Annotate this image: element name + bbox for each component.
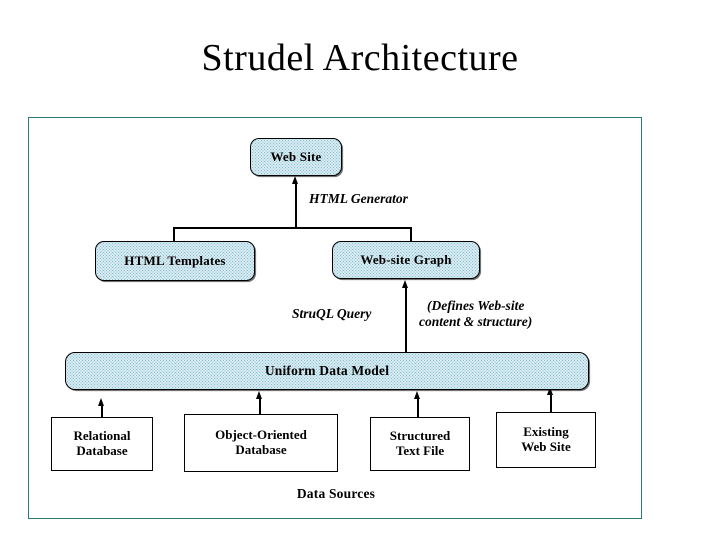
arrowhead-oo-db	[256, 391, 262, 399]
edge-html-generator	[295, 184, 297, 228]
arrowhead-relational-db	[98, 398, 104, 406]
diagram-frame: Web Site HTML Templates Web-site Graph U…	[28, 117, 642, 519]
edge-label-struql-query: StruQL Query	[292, 306, 372, 321]
arrowhead-structured-text	[414, 391, 420, 399]
arrowhead-existing-site	[547, 387, 553, 395]
node-relational-database[interactable]: Relational Database	[51, 417, 153, 471]
edge-generator-bus	[173, 227, 411, 229]
edge-label-html-generator: HTML Generator	[309, 191, 408, 206]
node-existing-web-site[interactable]: Existing Web Site	[496, 412, 596, 468]
arrowhead-to-web-site	[292, 176, 298, 184]
arrowhead-to-website-graph	[402, 280, 408, 288]
node-html-templates[interactable]: HTML Templates	[95, 241, 255, 281]
edge-struql-query	[405, 288, 407, 353]
edge-existing-site-to-udm	[550, 395, 552, 413]
node-object-oriented-database[interactable]: Object-Oriented Database	[184, 414, 338, 472]
edge-structured-text-to-udm	[417, 399, 419, 418]
page-title: Strudel Architecture	[201, 37, 519, 79]
edge-bus-to-website-graph	[410, 227, 412, 242]
node-uniform-data-model[interactable]: Uniform Data Model	[65, 352, 589, 390]
edge-bus-to-html-templates	[173, 227, 175, 242]
edge-label-defines-website-content: (Defines Web-site content & structure)	[419, 298, 533, 329]
node-website-graph[interactable]: Web-site Graph	[332, 241, 480, 279]
node-web-site[interactable]: Web Site	[250, 138, 342, 176]
edge-oo-db-to-udm	[259, 399, 261, 415]
node-structured-text-file[interactable]: Structured Text File	[370, 417, 470, 471]
group-label-data-sources: Data Sources	[296, 486, 376, 501]
edge-relational-db-to-udm	[101, 406, 103, 418]
